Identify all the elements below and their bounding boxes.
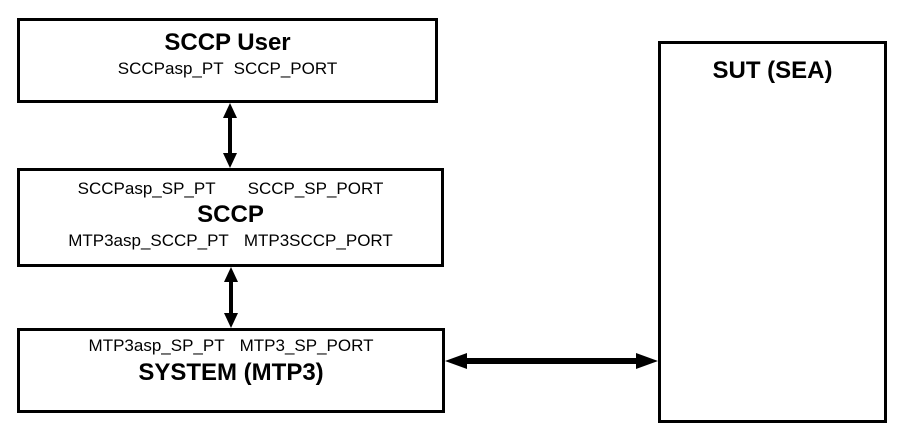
sccp-upper-ports: SCCPasp_SP_PT SCCP_SP_PORT [78,177,384,201]
port-type-label: MTP3asp_SCCP_PT [68,231,229,250]
port-type-label: SCCPasp_SP_PT [77,179,216,198]
arrow-sccp-user-sccp [219,103,241,168]
port-type-label: MTP3asp_SP_PT [88,336,225,355]
sccp-lower-ports: MTP3asp_SCCP_PT MTP3SCCP_PORT [68,229,393,253]
sccp-user-title: SCCP User [164,29,291,56]
sccp-title: SCCP [197,201,264,228]
port-name-label: SCCP_PORT [233,59,338,78]
port-type-label: SCCPasp_PT [117,59,224,78]
arrow-sccp-system-mtp3 [220,267,242,328]
box-system-mtp3: MTP3asp_SP_PT MTP3_SP_PORT SYSTEM (MTP3) [17,328,445,413]
arrow-system-mtp3-sut [445,351,658,371]
system-mtp3-title: SYSTEM (MTP3) [138,359,324,386]
sut-title: SUT (SEA) [712,57,833,84]
vertical-double-arrow-icon [223,103,237,168]
system-ports: MTP3asp_SP_PT MTP3_SP_PORT [89,334,374,358]
port-name-label: MTP3_SP_PORT [239,336,374,355]
box-sut: SUT (SEA) [658,41,887,423]
box-sccp: SCCPasp_SP_PT SCCP_SP_PORT SCCP MTP3asp_… [17,168,444,267]
vertical-double-arrow-icon [224,267,238,328]
port-name-label: MTP3SCCP_PORT [243,231,393,250]
sccp-user-ports: SCCPasp_PT SCCP_PORT [118,57,337,81]
horizontal-double-arrow-icon [445,353,658,369]
box-sccp-user: SCCP User SCCPasp_PT SCCP_PORT [17,18,438,103]
port-name-label: SCCP_SP_PORT [247,179,384,198]
